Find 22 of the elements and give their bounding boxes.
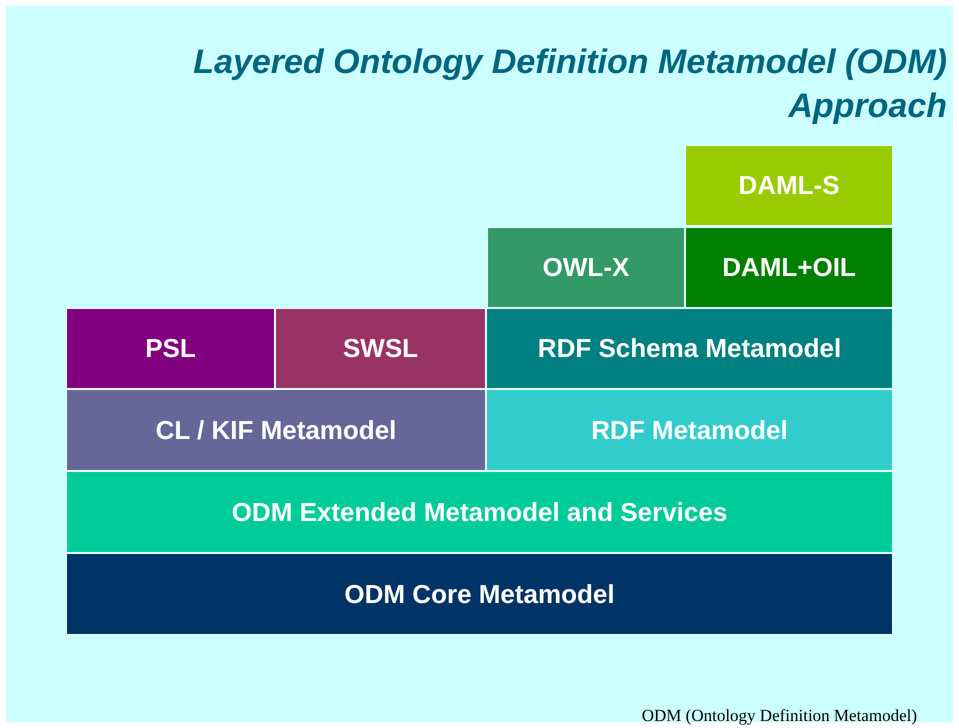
layer-label: RDF Schema Metamodel (538, 333, 842, 364)
footer-note: ODM (Ontology Definition Metamodel) (642, 706, 917, 726)
layer-label: RDF Metamodel (591, 414, 788, 446)
diagram-title: Layered Ontology Definition Metamodel (ODM) Approach (192, 42, 947, 127)
layer-block (66, 308, 275, 389)
layer-label: DAML-S (738, 170, 840, 201)
layer-block (66, 471, 893, 553)
layer-block (66, 389, 486, 471)
layer-block (486, 389, 893, 471)
layer-label: PSL (145, 333, 196, 364)
layer-label: CL / KIF Metamodel (156, 414, 396, 446)
layer-label: OWL-X (542, 252, 630, 283)
layer-label: ODM Core Metamodel (344, 578, 615, 610)
layer-label: SWSL (342, 333, 418, 364)
layer-block (66, 553, 893, 635)
layer-block (685, 145, 893, 226)
layer-block (486, 308, 893, 389)
layer-block (685, 227, 893, 308)
layer-block (487, 227, 685, 308)
layer-label: ODM Extended Metamodel and Services (232, 496, 728, 528)
layer-block (275, 308, 486, 389)
layer-label: DAML+OIL (722, 252, 856, 283)
